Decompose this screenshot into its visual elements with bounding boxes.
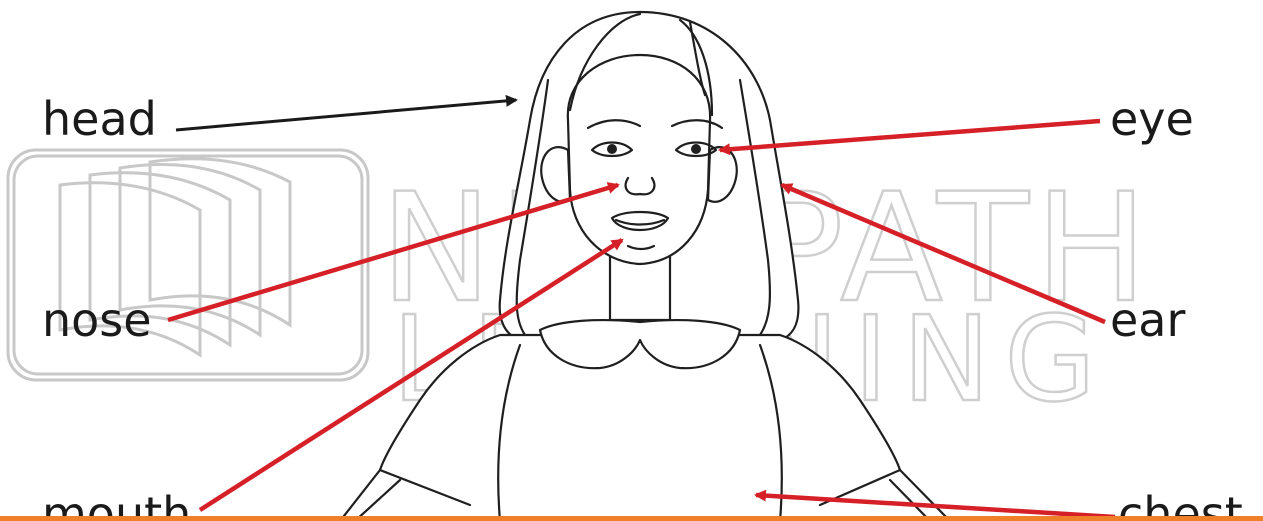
label-ear: ear <box>1110 293 1185 347</box>
label-nose: nose <box>42 293 152 347</box>
bottom-accent-bar <box>0 516 1263 521</box>
label-head: head <box>42 92 157 146</box>
arrow-eye <box>720 121 1100 150</box>
arrow-head <box>176 100 516 130</box>
label-eye: eye <box>1110 92 1194 146</box>
